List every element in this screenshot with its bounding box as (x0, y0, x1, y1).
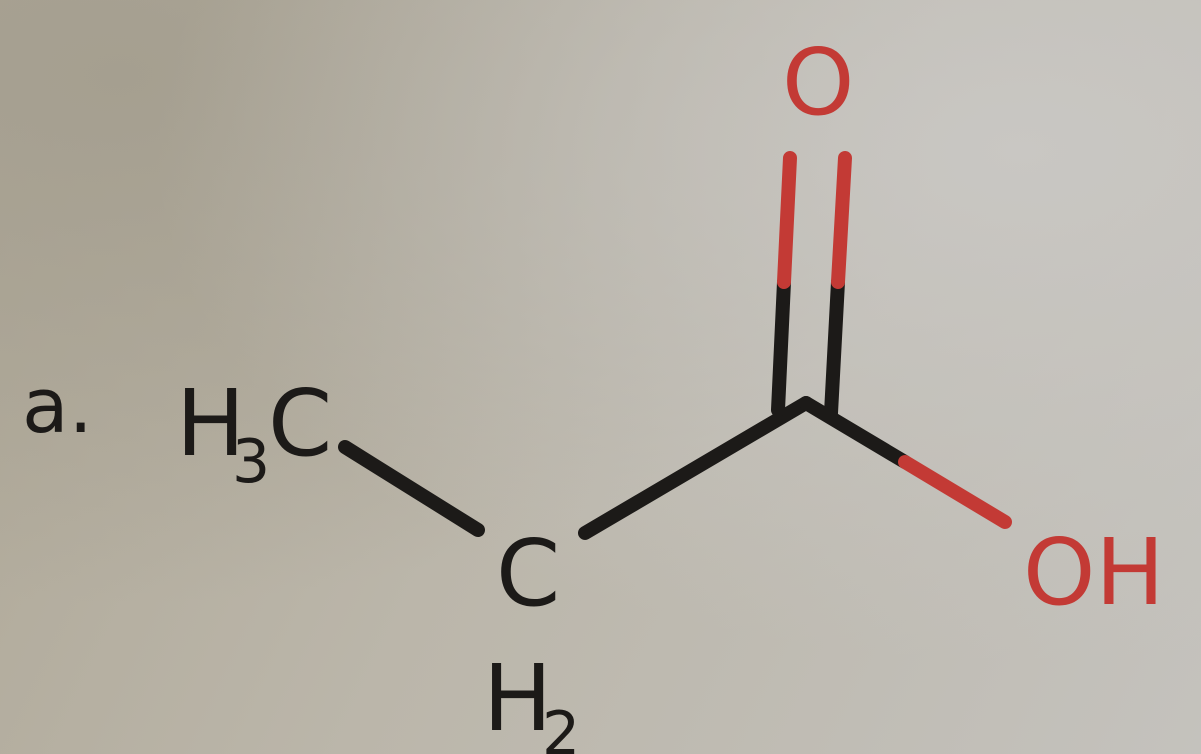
bond-c-oh-red (898, 455, 1012, 529)
methyl-c: C (268, 370, 332, 477)
methyl-subscript: 3 (232, 427, 270, 497)
carbonyl-oxygen: O (782, 29, 854, 136)
item-label: a. (22, 361, 93, 450)
methyl-h: H (176, 370, 245, 477)
methylene-h: H (483, 645, 552, 752)
bond-ch3-ch2 (338, 440, 485, 537)
hydroxyl-group: OH (1023, 519, 1165, 626)
methylene-subscript: 2 (542, 699, 580, 754)
bond-ch2-cooh (578, 396, 813, 540)
double-bond-left-red (777, 151, 797, 289)
double-bond-right-black (824, 275, 845, 420)
bond-c-oh-black (799, 396, 912, 469)
double-bond-right-red (831, 151, 852, 289)
bonds (338, 151, 1012, 540)
double-bond-left-black (771, 275, 791, 417)
methylene-c: C (496, 520, 560, 627)
